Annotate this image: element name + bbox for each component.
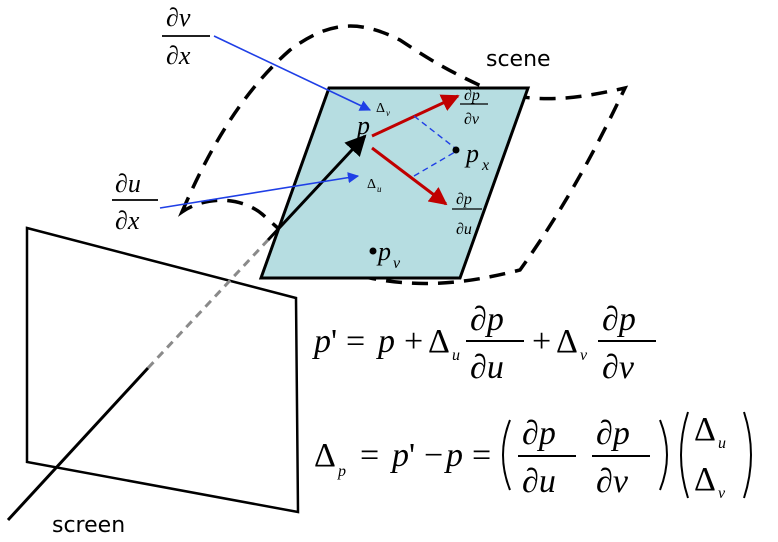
tangent-plane: [258, 86, 531, 280]
svg-text:v: v: [393, 255, 401, 272]
svg-text:∂x: ∂x: [115, 206, 140, 235]
scene-label: scene: [486, 47, 551, 72]
svg-text:p: p: [464, 139, 479, 168]
svg-text:∂p: ∂p: [596, 415, 630, 452]
svg-text:x: x: [481, 157, 489, 174]
svg-text:Δ: Δ: [314, 437, 336, 474]
point-px-label: p x: [464, 139, 489, 174]
svg-text:u: u: [718, 435, 726, 452]
svg-text:Δ: Δ: [556, 323, 578, 360]
equation-delta-p: Δ p = p' − p = ∂p ∂u ∂p ∂v Δ u Δ v: [314, 411, 752, 502]
svg-text:v: v: [718, 485, 726, 502]
screen-plane: [25, 226, 300, 514]
svg-text:=: =: [360, 437, 379, 474]
svg-text:−: −: [424, 437, 443, 474]
du-dx-pointer: [159, 172, 360, 209]
svg-text:u: u: [377, 184, 382, 194]
dv-dx-fraction: ∂v ∂x: [162, 3, 210, 70]
dp-du-arrow: [371, 146, 448, 206]
svg-text:p': p': [312, 323, 337, 360]
dv-dx-pointer: [213, 35, 372, 111]
svg-text:∂v: ∂v: [596, 463, 629, 500]
svg-text:Δ: Δ: [428, 323, 450, 360]
svg-text:∂x: ∂x: [166, 41, 191, 70]
svg-text:Δ: Δ: [376, 101, 385, 116]
svg-text:Δ: Δ: [694, 461, 716, 498]
svg-text:∂v: ∂v: [602, 349, 635, 386]
svg-text:p: p: [337, 463, 346, 480]
svg-text:p': p': [390, 437, 415, 474]
svg-text:∂v: ∂v: [166, 3, 191, 32]
svg-text:v: v: [386, 108, 390, 118]
view-ray-hidden: [146, 238, 270, 370]
projection-u-line: [413, 151, 456, 177]
svg-text:∂v: ∂v: [464, 111, 480, 128]
svg-text:Δ: Δ: [694, 411, 716, 448]
delta-u-label: Δ u: [367, 177, 382, 194]
svg-text:u: u: [452, 347, 460, 364]
svg-text:=: =: [346, 323, 365, 360]
dp-du-label: ∂p ∂u: [452, 191, 482, 238]
svg-text:∂u: ∂u: [456, 221, 472, 238]
svg-text:+: +: [404, 323, 423, 360]
dp-dv-label: ∂p ∂v: [460, 87, 488, 128]
svg-text:Δ: Δ: [367, 177, 376, 192]
projection-v-line: [413, 115, 456, 149]
delta-v-label: Δ v: [376, 101, 390, 118]
svg-text:∂p: ∂p: [464, 87, 480, 104]
point-py-dot: [369, 247, 377, 255]
svg-text:∂u: ∂u: [470, 349, 504, 386]
view-ray-front: [6, 366, 150, 522]
svg-text:∂u: ∂u: [522, 463, 556, 500]
svg-text:v: v: [580, 347, 588, 364]
svg-text:∂p: ∂p: [470, 301, 504, 338]
svg-text:=: =: [472, 437, 491, 474]
screen-label: screen: [52, 513, 125, 538]
equation-p-prime: p' = p + Δ u ∂p ∂u + Δ v ∂p ∂v: [312, 301, 656, 386]
svg-text:∂p: ∂p: [602, 301, 636, 338]
svg-text:∂p: ∂p: [522, 415, 556, 452]
svg-text:p: p: [376, 323, 395, 360]
svg-text:∂p: ∂p: [456, 191, 472, 208]
point-p-label: p: [355, 111, 370, 140]
scene-surface-outline: [177, 24, 629, 286]
svg-text:+: +: [532, 323, 551, 360]
point-py-label: p v: [376, 237, 401, 272]
view-ray-back: [266, 134, 367, 242]
svg-text:∂u: ∂u: [115, 169, 141, 198]
point-px-dot: [452, 146, 460, 154]
svg-text:p: p: [376, 237, 391, 266]
svg-text:p: p: [444, 437, 463, 474]
du-dx-fraction: ∂u ∂x: [112, 169, 158, 235]
